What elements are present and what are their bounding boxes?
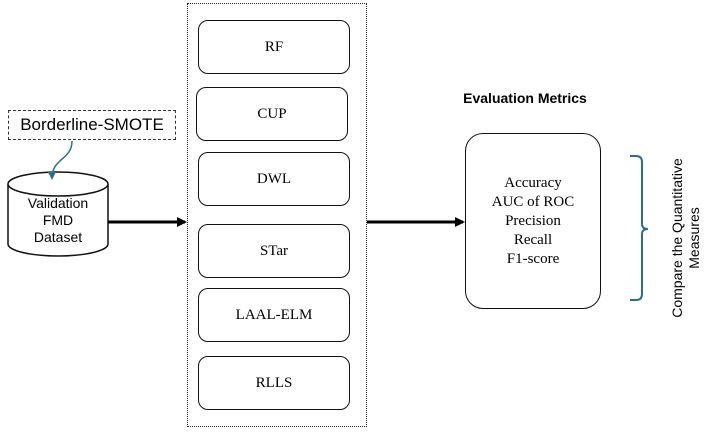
validation-dataset-label: Validation FMD Dataset bbox=[8, 195, 108, 246]
borderline-smote-box: Borderline-SMOTE bbox=[8, 110, 176, 140]
model-box-rlls: RLLS bbox=[198, 356, 350, 410]
smote-to-dataset-arrow bbox=[48, 140, 73, 180]
model-box-rf: RF bbox=[198, 20, 350, 74]
model-box-dwl: DWL bbox=[198, 152, 350, 206]
models-container bbox=[187, 3, 367, 427]
borderline-smote-label: Borderline-SMOTE bbox=[20, 115, 164, 134]
metrics-box: Accuracy AUC of ROC Precision Recall F1-… bbox=[465, 133, 601, 309]
metric-accuracy: Accuracy bbox=[504, 174, 562, 191]
model-box-star: STar bbox=[198, 224, 350, 278]
dataset-line-1: Validation bbox=[27, 195, 89, 211]
model-label-cup: CUP bbox=[257, 105, 287, 122]
metric-precision: Precision bbox=[505, 212, 561, 229]
model-label-rf: RF bbox=[264, 38, 284, 55]
metric-recall: Recall bbox=[513, 231, 553, 248]
model-label-rlls: RLLS bbox=[255, 374, 293, 391]
dataset-line-3: Dataset bbox=[33, 229, 83, 245]
compare-measures-label: Compare the Quantitative Measures bbox=[669, 109, 709, 367]
model-box-cup: CUP bbox=[196, 87, 348, 141]
model-box-laal-elm: LAAL-ELM bbox=[198, 288, 350, 342]
model-label-dwl: DWL bbox=[256, 170, 292, 187]
model-label-laal-elm: LAAL-ELM bbox=[235, 306, 313, 323]
evaluation-metrics-title: Evaluation Metrics bbox=[463, 90, 587, 106]
metric-f1-score: F1-score bbox=[506, 250, 560, 267]
compare-line-2: Measures bbox=[686, 207, 702, 269]
compare-line-1: Compare the Quantitative bbox=[669, 158, 685, 318]
dataset-line-2: FMD bbox=[42, 212, 74, 228]
model-label-star: STar bbox=[259, 242, 289, 259]
database-cylinder-icon bbox=[7, 171, 109, 257]
metric-auc-roc: AUC of ROC bbox=[491, 193, 575, 210]
comparison-brace bbox=[630, 155, 649, 301]
